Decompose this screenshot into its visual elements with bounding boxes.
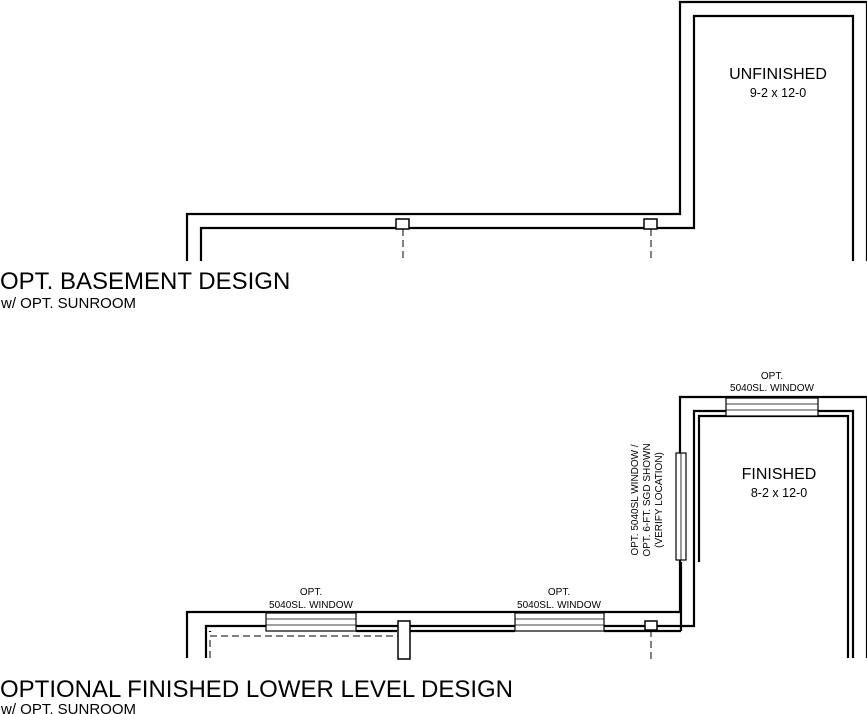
mid-window-note-1: OPT.: [548, 587, 570, 598]
lower-title: OPTIONAL FINISHED LOWER LEVEL DESIGN: [0, 676, 513, 703]
lower-dash-existing: [209, 635, 398, 658]
lower-inner-wall: [204, 409, 855, 658]
lower-column: [397, 620, 411, 660]
top-window: [725, 397, 819, 417]
basement-title: OPT. BASEMENT DESIGN: [0, 268, 290, 295]
side-note-line-2: OPT. 6-FT. SGD SHOWN: [642, 443, 653, 556]
basement-post-left: [395, 218, 410, 230]
lower-room-dims: 8-2 x 12-0: [751, 486, 807, 500]
side-window-note: OPT. 5040SL WINDOW / OPT. 6-FT. SGD SHOW…: [630, 443, 665, 556]
lower-post-right: [644, 620, 658, 631]
lower-subtitle: w/ OPT. SUNROOM: [0, 701, 136, 714]
basement-outer-wall: [185, 0, 867, 261]
top-window-note-2: 5040SL. WINDOW: [730, 383, 814, 394]
left-window: [265, 612, 357, 632]
basement-inner-wall: [199, 14, 855, 261]
basement-subtitle: w/ OPT. SUNROOM: [0, 295, 136, 312]
lower-level-plan: FINISHED 8-2 x 12-0 OPT. 5040SL. WINDOW …: [0, 371, 867, 714]
lower-finished-wall-top: [697, 414, 850, 658]
side-note-line-3: (VERIFY LOCATION): [654, 452, 665, 548]
mid-window-note-2: 5040SL. WINDOW: [517, 600, 601, 611]
side-note-line-1: OPT. 5040SL WINDOW /: [630, 444, 641, 556]
basement-room-name: UNFINISHED: [729, 66, 827, 83]
basement-plan: UNFINISHED 9-2 x 12-0 OPT. BASEMENT DESI…: [0, 0, 867, 312]
left-window-note-2: 5040SL. WINDOW: [269, 600, 353, 611]
lower-finished-wall-right: [208, 562, 683, 632]
mid-window: [514, 612, 605, 632]
left-window-note-1: OPT.: [300, 587, 322, 598]
top-window-note-1: OPT.: [761, 371, 783, 382]
lower-room-name: FINISHED: [742, 466, 817, 483]
basement-post-right: [643, 218, 658, 230]
basement-room-dims: 9-2 x 12-0: [750, 86, 806, 100]
